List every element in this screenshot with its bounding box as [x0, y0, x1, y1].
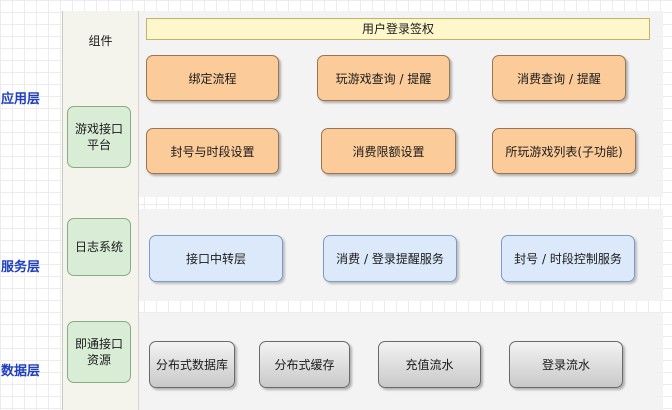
- consumption-login-reminder-service-box: 消费 / 登录提醒服务: [323, 235, 457, 282]
- api-relay-layer-box: 接口中转层: [149, 235, 283, 282]
- played-games-list-box: 所玩游戏列表(子功能): [492, 128, 636, 174]
- layer-label-app: 应用层: [1, 92, 41, 107]
- consumption-query-reminder-box: 消费查询 / 提醒: [492, 55, 626, 101]
- sidebar-game-api-platform: 游戏接口 平台: [67, 106, 131, 168]
- ban-time-setting-box: 封号与时段设置: [146, 128, 279, 174]
- sidebar-log-system: 日志系统: [67, 218, 131, 276]
- user-login-auth-bar: 用户登录签权: [146, 18, 650, 40]
- login-records-box: 登录流水: [509, 341, 623, 388]
- recharge-records-box: 充值流水: [378, 341, 481, 388]
- layer-label-data: 数据层: [1, 364, 41, 379]
- ban-time-control-service-box: 封号 / 时段控制服务: [501, 235, 635, 282]
- distributed-database-box: 分布式数据库: [149, 341, 235, 388]
- game-query-reminder-box: 玩游戏查询 / 提醒: [317, 55, 450, 101]
- sidebar-instant-api-resource: 即通接口 资源: [67, 321, 131, 383]
- sidebar-title: 组件: [88, 34, 113, 48]
- distributed-cache-box: 分布式缓存: [259, 341, 350, 388]
- binding-flow-box: 绑定流程: [146, 55, 279, 101]
- consumption-limit-setting-box: 消费限额设置: [321, 128, 456, 174]
- layer-label-service: 服务层: [1, 260, 41, 275]
